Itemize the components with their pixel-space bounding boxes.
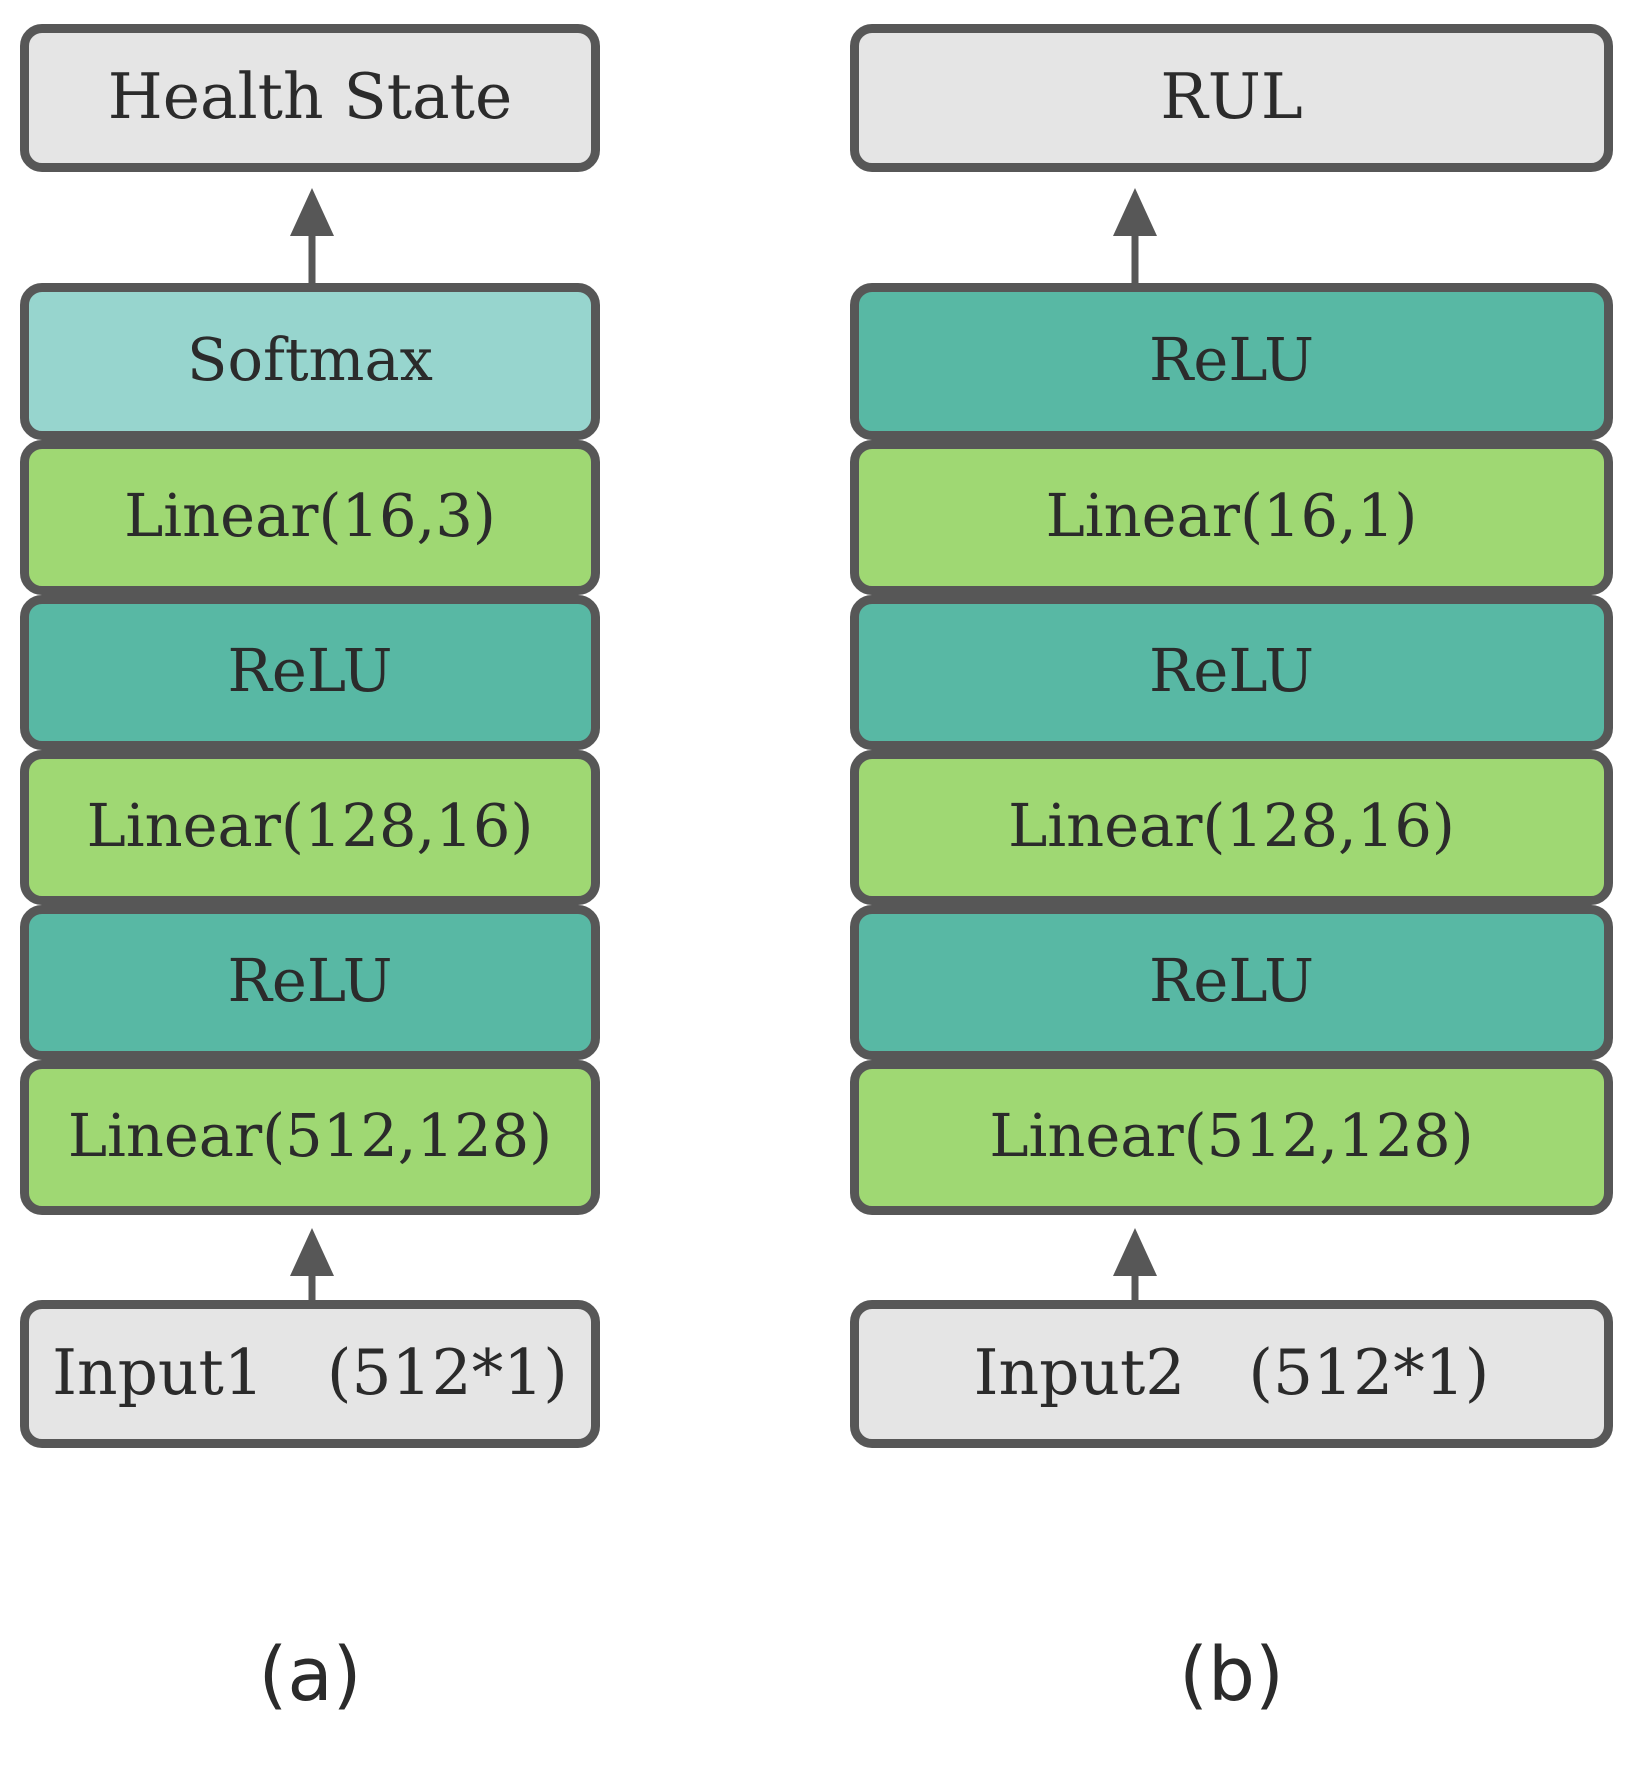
panel-b-layer-linear-128-16: Linear(128,16) [850, 750, 1613, 905]
layer-label: Linear(512,128) [67, 1101, 553, 1170]
panel-b-layer-relu-2: ReLU [850, 595, 1613, 750]
panel-b-input-label: Input2 (512*1) [973, 1335, 1490, 1409]
panel-b-layer-linear-16-1: Linear(16,1) [850, 440, 1613, 595]
panel-a-layer-relu-2: ReLU [20, 595, 600, 750]
layer-label: Linear(16,3) [124, 481, 496, 550]
layer-label: Linear(16,1) [1045, 481, 1418, 550]
panel-b-output-label: RUL [1160, 59, 1303, 133]
layer-label: ReLU [227, 946, 393, 1015]
layer-label: ReLU [1148, 636, 1314, 705]
panel-a-layer-softmax: Softmax [20, 283, 600, 440]
panel-b-layer-relu-3: ReLU [850, 283, 1613, 440]
layer-label: Linear(128,16) [86, 791, 534, 860]
panel-b-layer-linear-512-128: Linear(512,128) [850, 1060, 1613, 1215]
panel-a-layer-linear-512-128: Linear(512,128) [20, 1060, 600, 1215]
panel-b-output-box: RUL [850, 24, 1613, 172]
panel-a-output-label: Health State [107, 59, 513, 133]
panel-a-input-label: Input1 (512*1) [52, 1335, 568, 1409]
panel-b-layer-relu-1: ReLU [850, 905, 1613, 1060]
panel-b-caption: (b) [1179, 1632, 1284, 1718]
panel-a-input-box: Input1 (512*1) [20, 1300, 600, 1448]
layer-label: ReLU [1148, 946, 1314, 1015]
panel-a-output-box: Health State [20, 24, 600, 172]
layer-label: Linear(128,16) [1008, 791, 1455, 860]
panel-a-caption: (a) [258, 1632, 362, 1718]
layer-label: Softmax [187, 325, 433, 394]
panel-b-input-box: Input2 (512*1) [850, 1300, 1613, 1448]
panel-a-layer-linear-128-16: Linear(128,16) [20, 750, 600, 905]
layer-label: ReLU [227, 636, 393, 705]
panel-a-layer-linear-16-3: Linear(16,3) [20, 440, 600, 595]
layer-label: Linear(512,128) [989, 1101, 1474, 1170]
panel-a-layer-relu-1: ReLU [20, 905, 600, 1060]
layer-label: ReLU [1148, 325, 1314, 394]
